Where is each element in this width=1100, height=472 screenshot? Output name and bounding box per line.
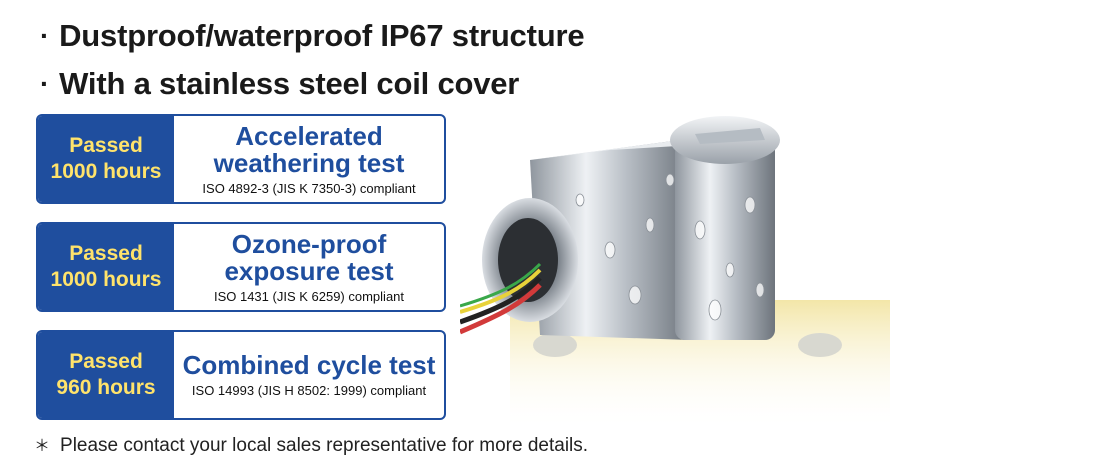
badge-line-1: Passed bbox=[69, 242, 143, 265]
water-droplets bbox=[575, 173, 765, 321]
port-inner bbox=[498, 218, 558, 302]
card-body: Ozone-proof exposure test ISO 1431 (JIS … bbox=[174, 224, 444, 310]
solenoid-valve-image bbox=[460, 116, 890, 430]
hours-badge: Passed 1000 hours bbox=[38, 224, 174, 310]
card-title: Ozone-proof exposure test bbox=[224, 228, 394, 286]
clip bbox=[695, 128, 765, 144]
feature-text: With a stainless steel coil cover bbox=[59, 66, 520, 101]
badge-line-2: 960 hours bbox=[56, 376, 156, 399]
feature-bullet-ip67: · Dustproof/waterproof IP67 structure bbox=[40, 12, 585, 60]
badge-line-1: Passed bbox=[69, 350, 143, 373]
note-text: Please contact your local sales represen… bbox=[60, 435, 589, 456]
title-line-2: exposure test bbox=[224, 255, 394, 286]
wire-green bbox=[460, 262, 542, 308]
badge-line-2: 1000 hours bbox=[50, 160, 162, 183]
standard-text: ISO 1431 (JIS K 6259) compliant bbox=[213, 288, 405, 304]
feature-bullet-coil-cover: · With a stainless steel coil cover bbox=[40, 60, 584, 108]
bullet-mark: · bbox=[40, 20, 50, 51]
title-line-2: weathering test bbox=[213, 147, 405, 178]
badge-line-2: 1000 hours bbox=[50, 268, 162, 291]
wire-red bbox=[460, 283, 542, 335]
feature-text: Dustproof/waterproof IP67 structure bbox=[59, 18, 585, 53]
coil-housing-top bbox=[530, 140, 695, 160]
bolt bbox=[798, 333, 842, 357]
hours-badge: Passed 1000 hours bbox=[38, 116, 174, 202]
feature-bullets: · Dustproof/waterproof IP67 structure · … bbox=[40, 12, 585, 108]
bolt bbox=[533, 333, 577, 357]
test-card-combined-cycle: Passed 960 hours Combined cycle test ISO… bbox=[36, 330, 446, 420]
test-cards: Passed 1000 hours Accelerated weathering… bbox=[36, 114, 446, 438]
title-line-1: Accelerated bbox=[235, 120, 383, 151]
test-card-weathering: Passed 1000 hours Accelerated weathering… bbox=[36, 114, 446, 204]
card-title: Accelerated weathering test bbox=[213, 120, 405, 178]
card-title: Combined cycle test bbox=[183, 352, 436, 379]
coil-cover bbox=[675, 140, 775, 340]
badge-line-1: Passed bbox=[69, 134, 143, 157]
note-mark: ＊ bbox=[34, 438, 51, 455]
bullet-mark: · bbox=[40, 68, 50, 99]
hours-badge: Passed 960 hours bbox=[38, 332, 174, 418]
title-line-1: Ozone-proof bbox=[231, 228, 387, 259]
title-line-1: Combined cycle test bbox=[182, 350, 436, 380]
wire-black bbox=[460, 276, 542, 325]
standard-text: ISO 14993 (JIS H 8502: 1999) compliant bbox=[191, 383, 427, 398]
card-body: Combined cycle test ISO 14993 (JIS H 850… bbox=[174, 332, 444, 418]
wire-yellow bbox=[460, 268, 542, 314]
footnote: ＊ Please contact your local sales represe… bbox=[34, 432, 588, 457]
standard-text: ISO 4892-3 (JIS K 7350-3) compliant bbox=[202, 180, 416, 196]
card-body: Accelerated weathering test ISO 4892-3 (… bbox=[174, 116, 444, 202]
test-card-ozone: Passed 1000 hours Ozone-proof exposure t… bbox=[36, 222, 446, 312]
